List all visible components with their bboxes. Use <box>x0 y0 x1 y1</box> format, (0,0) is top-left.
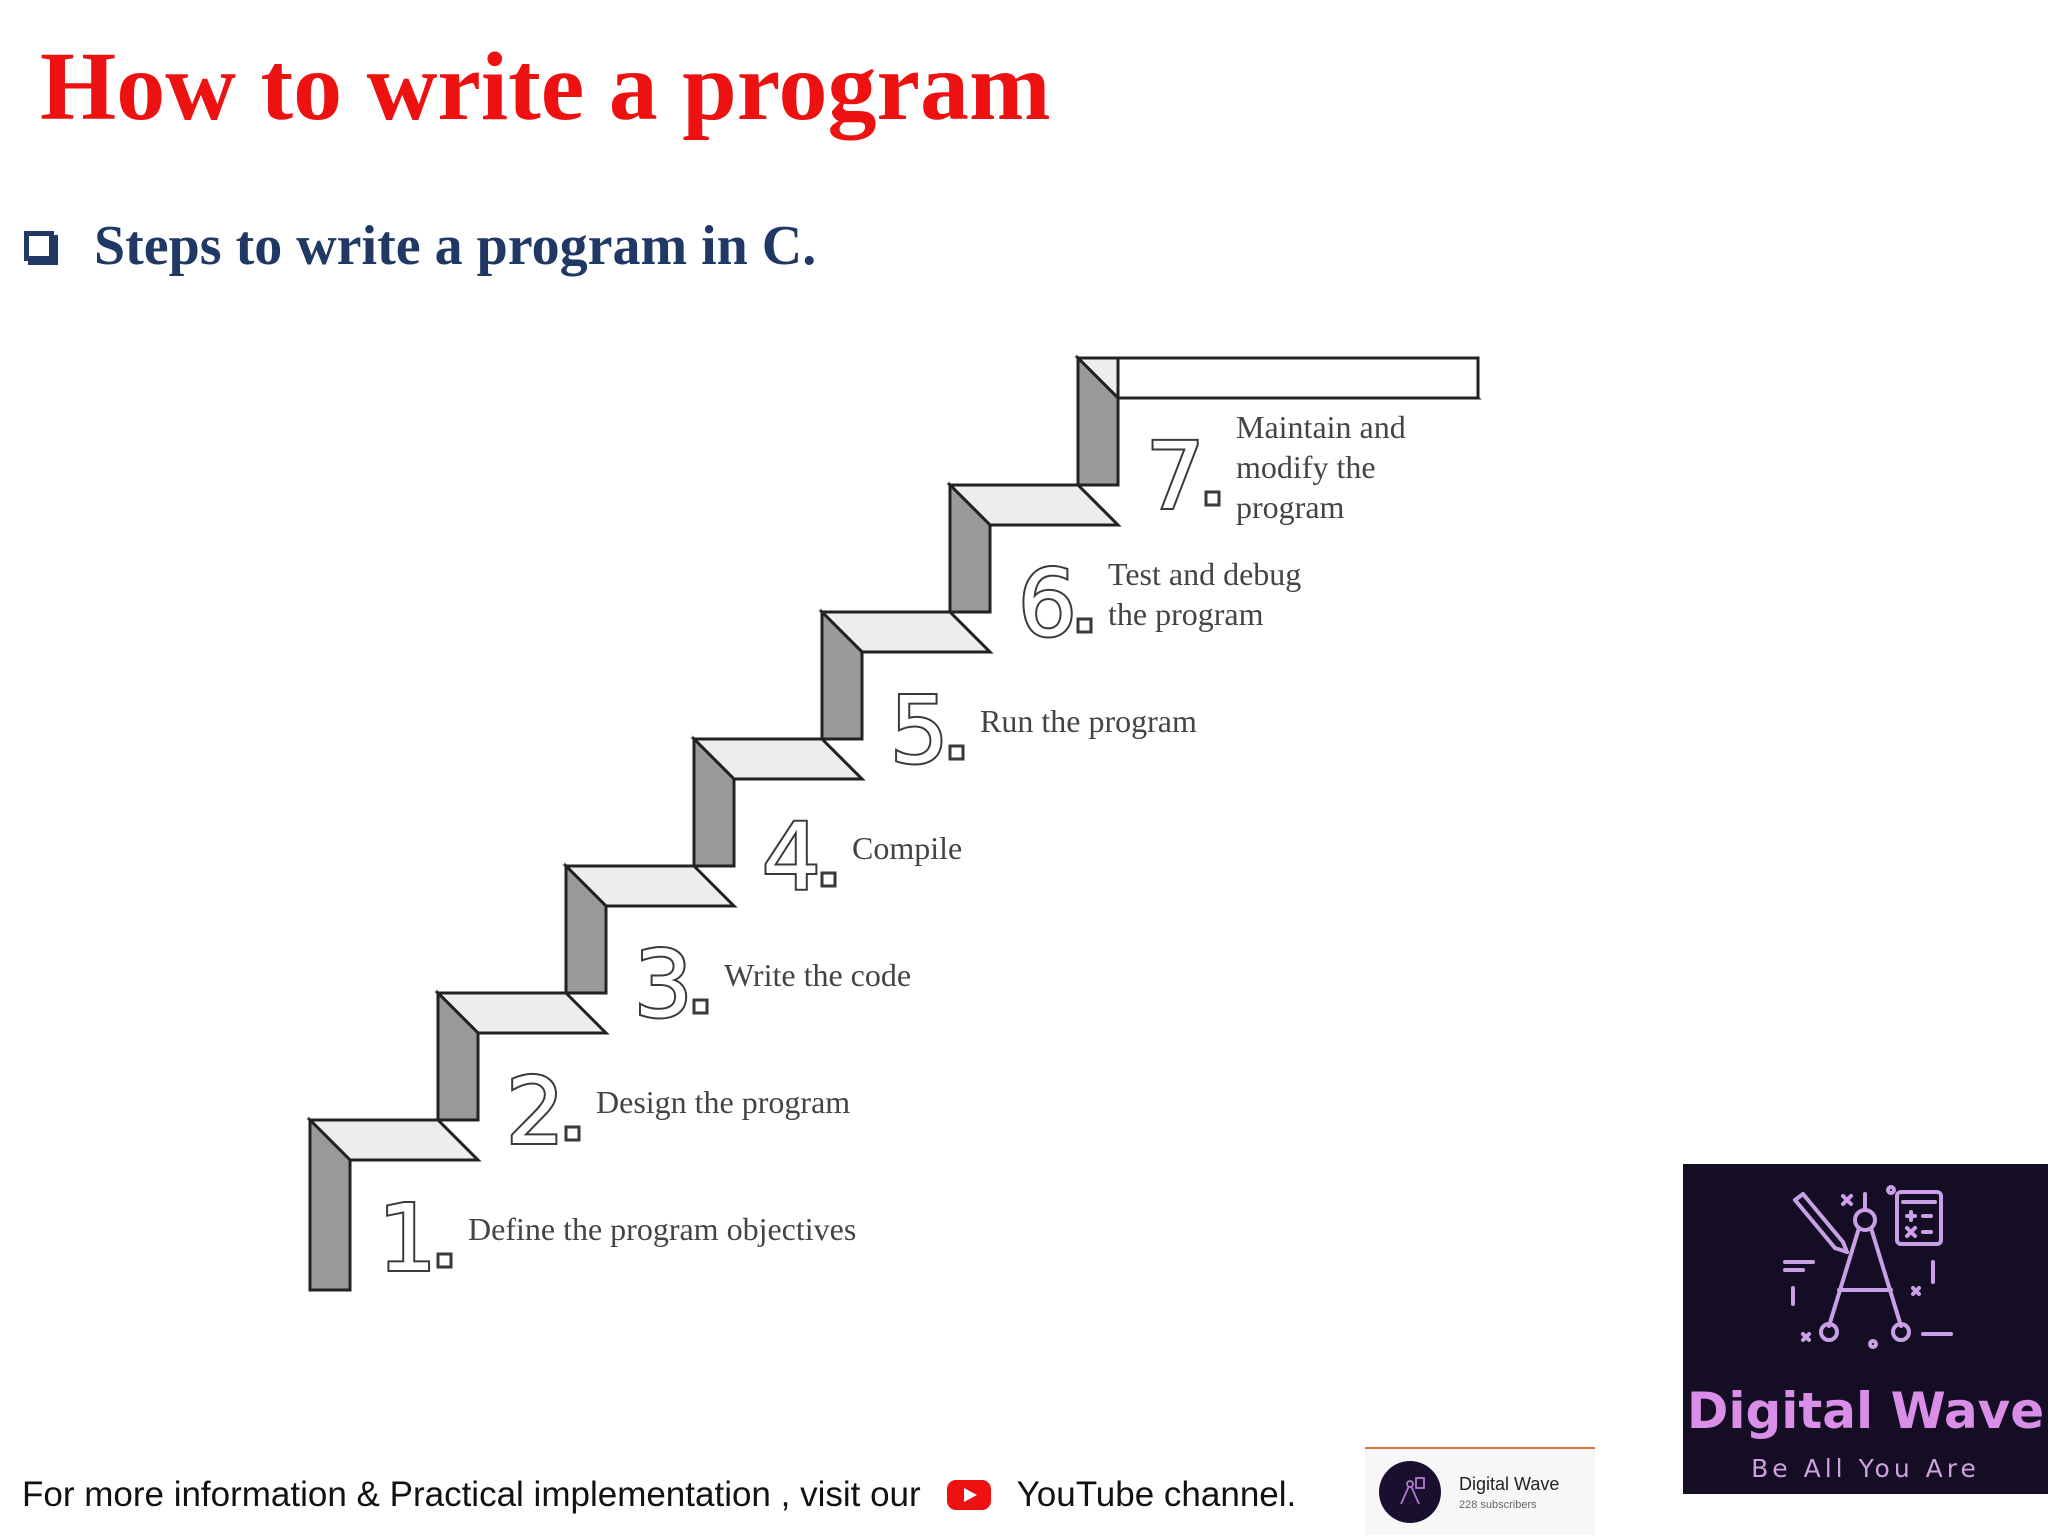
step-riser <box>820 608 864 741</box>
staircase-step-3: 3 Write the code <box>562 862 911 1040</box>
step-label-line: Test and debug <box>1108 556 1301 592</box>
step-label-line: Define the program objectives <box>468 1211 856 1247</box>
staircase-step-2: 2 Design the program <box>434 989 850 1167</box>
channel-subscribers: 228 subscribers <box>1459 1498 1537 1511</box>
step-number: 2 <box>506 1058 565 1165</box>
staircase-step-7: 7 Maintain and modify the program <box>1074 354 1482 532</box>
step-label: Write the code <box>724 957 911 993</box>
compass-ruler-calculator-icon <box>1783 1185 1953 1349</box>
step-label-line: Write the code <box>724 957 911 993</box>
step-number: 6 <box>1018 550 1077 657</box>
staircase-step-1: 1 Define the program objectives <box>306 1116 856 1294</box>
staircase-diagram: 1 Define the program objectives 2 Design th… <box>306 354 1482 1294</box>
footer: For more information & Practical impleme… <box>22 1470 1296 1520</box>
step-riser <box>308 1116 352 1292</box>
footer-text: For more information & Practical impleme… <box>22 1475 921 1514</box>
step-label: Run the program <box>980 703 1197 739</box>
slide-subtitle: Steps to write a program in C. <box>94 215 817 277</box>
step-riser <box>436 989 480 1122</box>
staircase-step-5: 5 Run the program <box>818 608 1197 786</box>
step-label-line: Maintain and <box>1236 409 1406 445</box>
step-number: 3 <box>634 931 693 1038</box>
logo-tagline: Be All You Are <box>1751 1454 1980 1483</box>
step-number: 4 <box>762 804 821 911</box>
step-period-mark <box>1204 490 1221 507</box>
staircase-step-6: 6 Test and debug the program <box>946 481 1301 659</box>
checkbox-bullet-icon <box>24 231 58 265</box>
step-period-mark <box>692 998 709 1015</box>
step-label: Compile <box>852 830 962 866</box>
step-riser <box>1076 354 1120 487</box>
step-riser <box>692 735 736 868</box>
channel-name: Digital Wave <box>1459 1473 1560 1494</box>
step-period-mark <box>820 871 837 888</box>
step-period-mark <box>436 1252 453 1269</box>
staircase-step-4: 4 Compile <box>690 735 962 913</box>
step-period-mark <box>564 1125 581 1142</box>
logo-name: Digital Wave <box>1686 1382 2045 1440</box>
step-label-line: Design the program <box>596 1084 850 1120</box>
bullet-point: Steps to write a program in C. <box>24 215 817 277</box>
step-number: 1 <box>378 1185 437 1292</box>
top-platform <box>1116 356 1480 400</box>
step-label-line: modify the <box>1236 449 1376 485</box>
step-label: Maintain and modify the program <box>1236 409 1406 525</box>
step-number: 7 <box>1146 423 1205 530</box>
slide-title: How to write a program <box>40 33 1051 141</box>
channel-card[interactable]: Digital Wave 228 subscribers <box>1365 1447 1595 1535</box>
step-label: Define the program objectives <box>468 1211 856 1247</box>
step-number: 5 <box>890 677 949 784</box>
channel-logo: Digital Wave Be All You Are <box>1683 1164 2048 1494</box>
footer-link-text[interactable]: YouTube channel. <box>1016 1475 1297 1514</box>
step-riser <box>564 862 608 995</box>
step-period-mark <box>1076 617 1093 634</box>
youtube-icon[interactable] <box>946 1480 991 1510</box>
channel-avatar-icon <box>1400 1477 1425 1505</box>
step-label-line: Run the program <box>980 703 1197 739</box>
step-label: Test and debug the program <box>1108 556 1301 632</box>
step-label: Design the program <box>596 1084 850 1120</box>
step-riser <box>948 481 992 614</box>
step-label-line: the program <box>1108 596 1264 632</box>
step-label-line: Compile <box>852 830 962 866</box>
step-period-mark <box>948 744 965 761</box>
channel-avatar <box>1379 1461 1441 1523</box>
step-label-line: program <box>1236 489 1345 525</box>
